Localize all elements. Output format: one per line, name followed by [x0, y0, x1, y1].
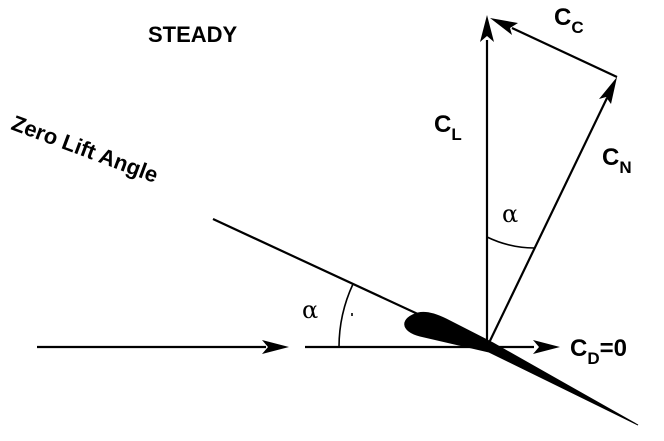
alpha-label-upper: α — [502, 200, 518, 228]
lift-vector-arrow — [480, 15, 494, 347]
drag-vector-label: CD=0 — [570, 335, 627, 368]
normal-vector-label: CN — [602, 144, 632, 177]
diagram-title: STEADY — [148, 22, 238, 47]
angle-arc-left — [338, 283, 354, 348]
lift-vector-label: CL — [434, 111, 462, 144]
freestream-arrow — [37, 340, 289, 354]
drag-vector-arrow — [489, 340, 560, 354]
chord-vector-label: CC — [554, 4, 584, 37]
airfoil-shape — [404, 311, 639, 426]
chord-vector-arrow — [490, 18, 618, 78]
zero-lift-angle-label: Zero Lift Angle — [8, 110, 161, 187]
angle-arc-upper — [486, 236, 535, 249]
alpha-label-left: α — [302, 296, 318, 324]
normal-vector-arrow — [486, 77, 617, 348]
